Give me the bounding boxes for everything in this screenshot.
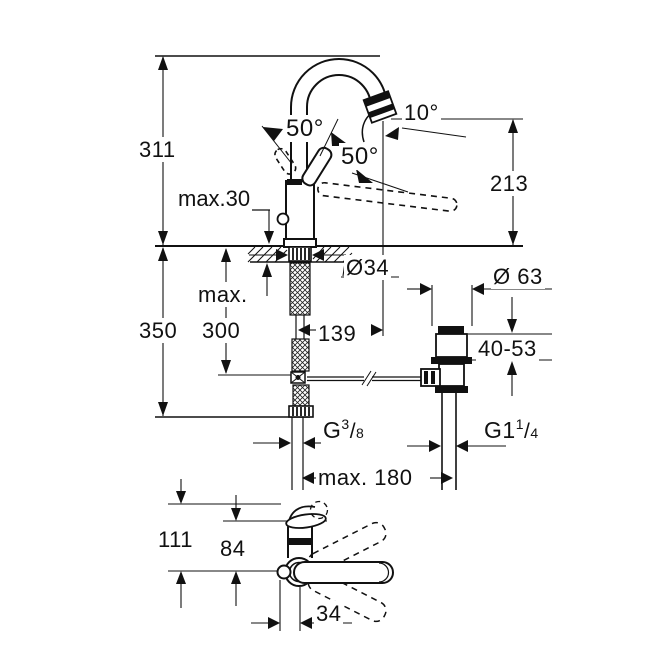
hose-braid-2 — [291, 338, 310, 372]
top-ball-joint — [276, 564, 292, 580]
label-hose-max-value: 300 — [200, 318, 243, 344]
label-drain-thread: G11/4 — [482, 416, 541, 445]
waste-upper-body — [435, 333, 468, 358]
flange-extension-lines — [431, 285, 473, 326]
label-total-height: 311 — [137, 137, 178, 163]
label-angle-right: 50° — [339, 143, 381, 171]
spout-outer-arc — [290, 58, 388, 108]
drain-thread-denominator: 4 — [530, 425, 539, 441]
dim-g114 — [407, 440, 506, 452]
waste-flange-ring — [431, 357, 472, 364]
waste-lower-body — [438, 363, 465, 387]
dim-84 — [231, 495, 241, 606]
label-angle-left: 50° — [284, 115, 326, 143]
body-pivot-dot — [276, 212, 290, 226]
angle-50-marks — [261, 118, 409, 193]
label-spout-reach: 139 — [316, 321, 359, 347]
label-below-deck: 350 — [137, 318, 180, 344]
label-spout-tilt: 10° — [402, 100, 441, 126]
waste-bottom-ring — [435, 386, 468, 393]
label-projection-total: 111 — [156, 527, 195, 553]
handle-lever-dashed-right — [317, 181, 458, 213]
supply-thread-denominator: 8 — [356, 425, 365, 441]
mounting-nut — [288, 246, 312, 262]
label-shank-diameter: Ø34 — [344, 255, 392, 281]
label-hose-max-word: max. — [196, 282, 250, 308]
hose-braid-3 — [292, 384, 310, 407]
drain-thread-slash: / — [523, 420, 531, 443]
spout-inner-arc — [306, 74, 372, 108]
aerator — [362, 90, 398, 124]
base-flange — [283, 238, 317, 248]
top-view — [168, 479, 394, 631]
cartridge-cap — [287, 179, 302, 185]
drain-thread-prefix: G1 — [484, 417, 516, 443]
pop-up-waste — [420, 285, 473, 490]
pop-up-rod — [307, 370, 423, 387]
dim-111 — [176, 479, 186, 608]
label-supply-thread: G3/8 — [321, 416, 367, 445]
top-aerator-dashed — [309, 500, 329, 520]
label-clamp-range: 40-53 — [476, 336, 539, 362]
label-projection-spout: 84 — [218, 536, 248, 562]
hose-cross-fitting — [290, 371, 306, 384]
dim-139 — [298, 324, 383, 336]
supply-tube — [291, 417, 304, 490]
supply-thread-numerator: 3 — [341, 416, 350, 432]
waste-cap — [438, 326, 464, 334]
label-spout-height: 213 — [488, 171, 531, 197]
label-handle-offset: 34 — [314, 601, 344, 627]
supply-thread-slash: / — [349, 420, 357, 443]
handle-lever-dashed-left — [274, 147, 297, 175]
label-deck-thickness: max.30 — [176, 186, 253, 212]
drain-thread-numerator: 1 — [515, 416, 524, 432]
hose-end-nut — [288, 405, 314, 418]
hose-braid-1 — [289, 262, 311, 316]
rod-knob — [420, 368, 441, 387]
label-drain-diameter: Ø 63 — [491, 264, 545, 290]
label-center-distance: max. 180 — [316, 465, 415, 491]
handle-lever-solid — [301, 146, 333, 187]
top-spout — [285, 500, 329, 558]
top-lever-solid — [293, 561, 394, 584]
supply-thread-prefix: G — [323, 417, 342, 443]
faucet-body — [285, 180, 315, 243]
dim-max300 — [218, 248, 291, 376]
